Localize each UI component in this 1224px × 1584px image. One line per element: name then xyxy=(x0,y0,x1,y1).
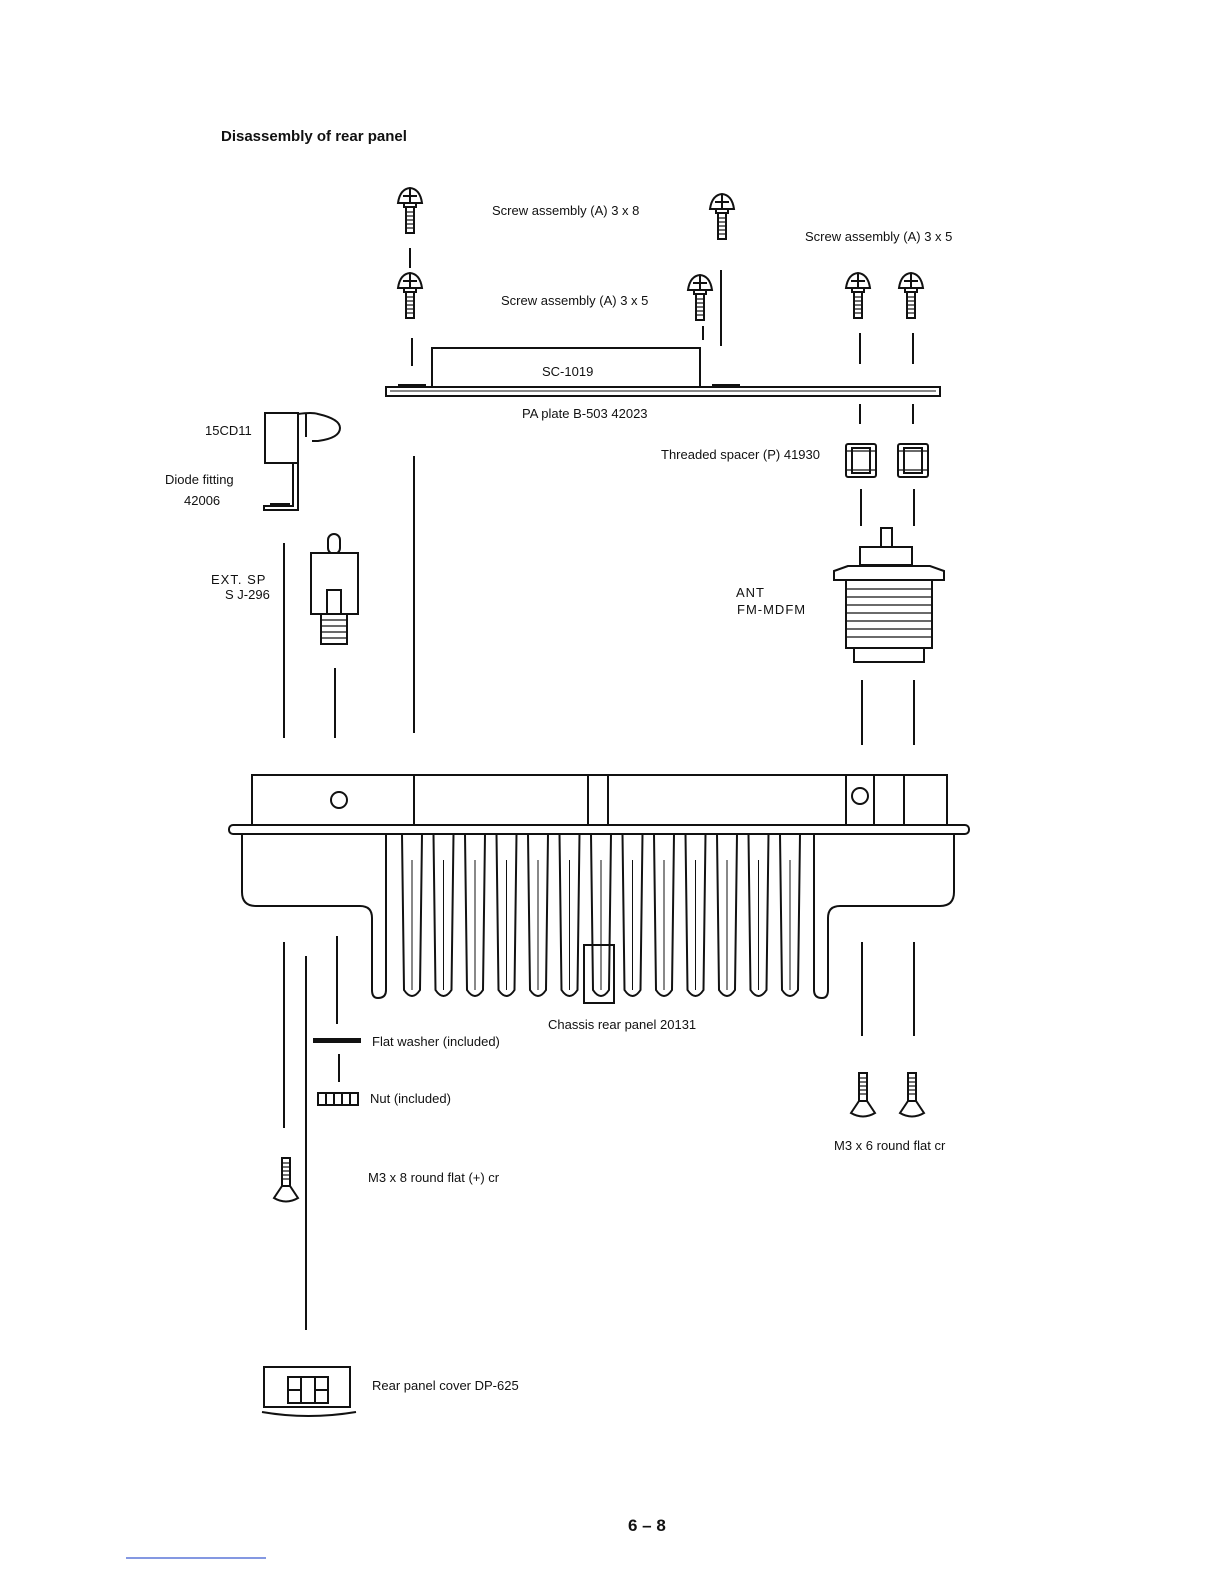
label-pa-plate: PA plate B-503 42023 xyxy=(522,406,648,421)
label-sc-board: SC-1019 xyxy=(542,364,594,379)
heatsink-fin xyxy=(716,833,738,997)
label-chassis-rear-panel: Chassis rear panel 20131 xyxy=(548,1017,697,1032)
heatsink-fin xyxy=(653,833,675,997)
heatsink-fin xyxy=(558,833,581,997)
flat-screw-icon xyxy=(273,1157,299,1203)
label-diode-fitting: Diode fitting xyxy=(165,472,234,487)
diode-fitting-icon xyxy=(263,412,342,511)
rear-panel-cover-icon xyxy=(261,1366,357,1417)
heatsink-fin xyxy=(779,833,801,997)
flat-screw-icon xyxy=(850,1072,876,1118)
label-screw-3x5-mid: Screw assembly (A) 3 x 5 xyxy=(501,293,649,308)
heatsink-fin xyxy=(464,833,486,997)
screw-icon xyxy=(397,187,423,234)
screw-icon xyxy=(845,272,871,319)
label-ext-sp: EXT. SP xyxy=(211,572,267,587)
heatsink-fin xyxy=(684,833,707,997)
heatsink-fin xyxy=(495,833,518,997)
heatsink-fin xyxy=(432,833,455,997)
sc-1019-board xyxy=(431,347,701,389)
label-diode: 15CD11 xyxy=(205,423,252,438)
label-m3x8: M3 x 8 round flat (+) cr xyxy=(368,1170,500,1185)
screw-icon xyxy=(898,272,924,319)
label-diode-fitting-no: 42006 xyxy=(184,493,221,508)
chassis-rear-panel xyxy=(228,774,970,1004)
label-m3x6: M3 x 6 round flat cr xyxy=(834,1138,946,1153)
page-title: Disassembly of rear panel xyxy=(221,128,407,145)
screw-icon xyxy=(709,193,735,240)
threaded-spacer-icon xyxy=(845,443,877,478)
ant-connector-icon xyxy=(833,527,945,663)
heatsink-fin xyxy=(621,833,644,997)
heatsink-fin xyxy=(527,833,549,997)
screw-icon xyxy=(397,272,423,319)
flat-screw-icon xyxy=(899,1072,925,1118)
label-ant-part: FM-MDFM xyxy=(737,602,807,617)
screw-icon xyxy=(687,274,713,321)
label-ext-sp-part: S J-296 xyxy=(225,587,270,602)
flat-washer-icon xyxy=(313,1038,361,1043)
heatsink-fin xyxy=(401,833,423,997)
label-flat-washer: Flat washer (included) xyxy=(372,1034,500,1049)
label-screw-3x5-right: Screw assembly (A) 3 x 5 xyxy=(805,229,953,244)
heatsink-fin xyxy=(590,833,612,997)
nut-icon xyxy=(317,1092,359,1106)
heatsink-fin xyxy=(747,833,770,997)
label-threaded-spacer: Threaded spacer (P) 41930 xyxy=(661,447,820,462)
threaded-spacer-icon xyxy=(897,443,929,478)
page-number: 6 – 8 xyxy=(628,1516,666,1535)
ext-sp-jack-icon xyxy=(310,533,359,645)
label-ant: ANT xyxy=(736,585,765,600)
label-rear-panel-cover: Rear panel cover DP-625 xyxy=(372,1378,519,1393)
label-nut: Nut (included) xyxy=(370,1091,451,1106)
label-screw-3x8: Screw assembly (A) 3 x 8 xyxy=(492,203,640,218)
